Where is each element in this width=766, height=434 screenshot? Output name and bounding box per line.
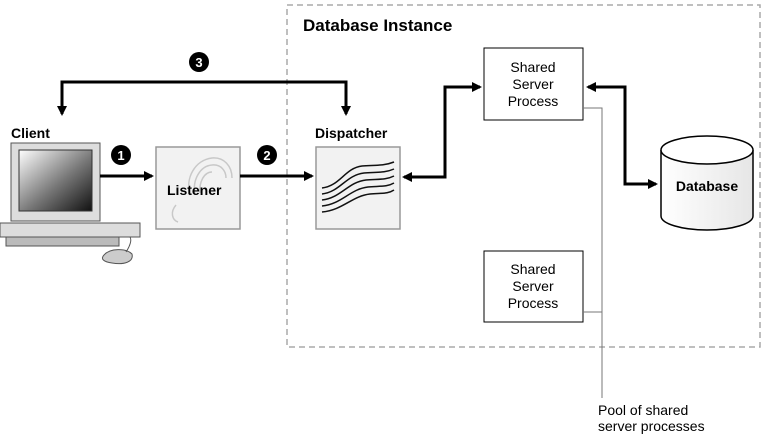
shared-server-process-2: Shared Server Process: [483, 250, 584, 323]
step-badge-2: 2: [257, 145, 277, 165]
arrow-step3-bracket: [60, 80, 348, 110]
database-label: Database: [676, 178, 738, 194]
arrow-shared-server-database: [597, 85, 648, 186]
step-badge-1: 1: [111, 145, 131, 165]
shared-server-2-line-3: Process: [508, 295, 559, 311]
wave-lines-icon: [321, 161, 395, 213]
listener-box: [155, 146, 241, 230]
instance-title: Database Instance: [303, 16, 452, 35]
shared-server-1-line-2: Server: [512, 76, 554, 92]
arrow-dispatcher-shared-server: [410, 85, 474, 179]
pool-label-line-1: Pool of shared: [598, 402, 688, 418]
shared-server-1-line-1: Shared: [510, 59, 555, 75]
shared-server-process-1: Shared Server Process: [483, 47, 584, 121]
shared-server-2-line-1: Shared: [510, 261, 555, 277]
dispatcher-box: [315, 146, 401, 230]
step-number-2: 2: [263, 148, 270, 163]
step-number-3: 3: [195, 55, 202, 70]
step-badge-3: 3: [189, 52, 209, 72]
step-number-1: 1: [117, 148, 124, 163]
pool-callout-line: [583, 107, 603, 398]
client-label: Client: [11, 125, 50, 141]
shared-server-1-line-3: Process: [508, 93, 559, 109]
dispatcher-label: Dispatcher: [315, 125, 388, 141]
pool-label-line-2: server processes: [598, 418, 705, 434]
headset-icon: [171, 157, 233, 223]
client-computer-icon: [0, 142, 141, 265]
listener-label: Listener: [167, 182, 222, 198]
shared-server-2-line-2: Server: [512, 278, 554, 294]
database-cylinder-icon: [660, 135, 754, 231]
database-instance-boundary: [286, 4, 761, 348]
